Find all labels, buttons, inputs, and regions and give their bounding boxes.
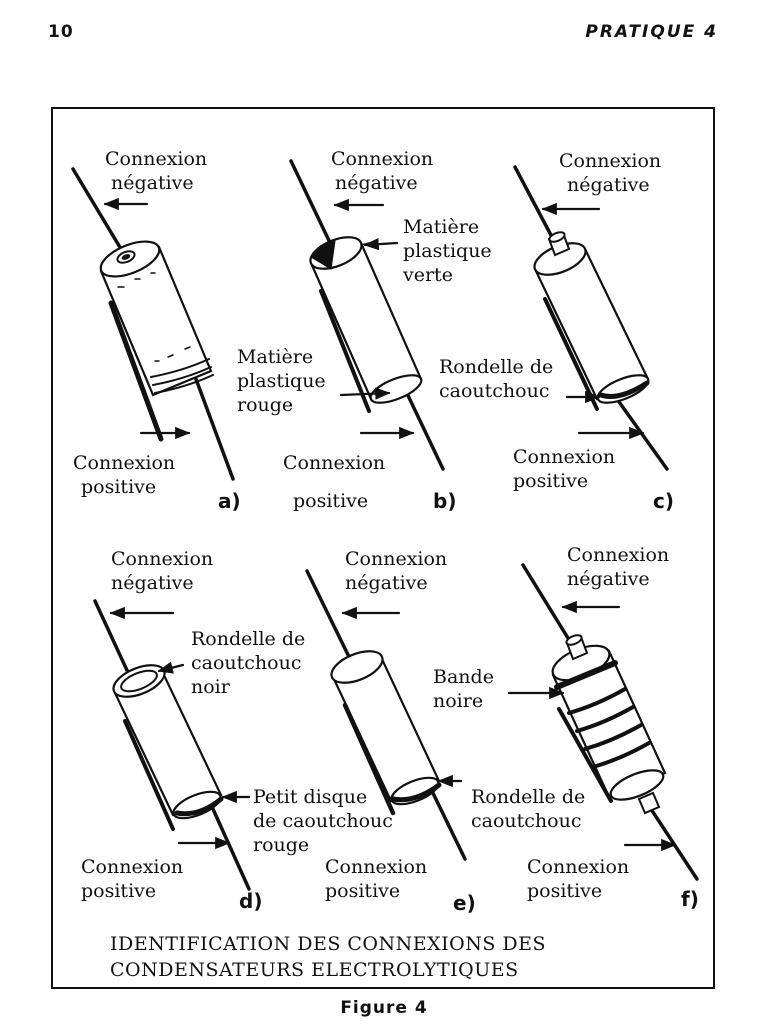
panel-d-disc-line2: de caoutchouc — [253, 810, 393, 832]
panel-d-disc-line1: Petit disque — [253, 786, 368, 808]
panel-d-disc-line3: rouge — [253, 834, 310, 856]
panel-b-red-line1: Matière — [237, 346, 314, 368]
panel-c-letter: c) — [653, 489, 674, 513]
panel-f-negative-line1: Connexion — [567, 544, 670, 566]
panel-e-positive-line2: positive — [325, 880, 401, 902]
panel-e-washer-line1: Rondelle de — [471, 786, 586, 808]
panel-d-washer-line1: Rondelle de — [191, 628, 306, 650]
running-head: PRATIQUE 4 — [585, 22, 718, 42]
panel-c-negative-label: Connexion négative — [559, 149, 661, 197]
panel-b-green-line3: verte — [403, 264, 453, 286]
panel-e-washer-line2: caoutchouc — [471, 810, 582, 832]
panel-e-letter: e) — [453, 891, 476, 915]
panel-e-positive-label: Connexion positive — [325, 855, 427, 903]
panel-d-positive-line2: positive — [81, 880, 157, 902]
panel-b-red-line3: rouge — [237, 394, 294, 416]
panel-c-negative-line2: négative — [567, 174, 650, 196]
panel-f-positive-label: Connexion positive — [527, 855, 629, 903]
panel-b-red-line2: plastique — [237, 370, 326, 392]
panel-d-positive-line1: Connexion — [81, 856, 184, 878]
panel-d-negative-label: Connexion négative — [111, 547, 213, 595]
panel-e-negative-line2: négative — [345, 572, 428, 594]
panel-b-letter: b) — [433, 489, 457, 513]
panel-c-negative-line1: Connexion — [559, 150, 662, 172]
panel-d-washer-line3: noir — [191, 676, 230, 698]
panel-f-positive-line1: Connexion — [527, 856, 630, 878]
panel-f-positive-line2: positive — [527, 880, 603, 902]
panel-f-band-line2: noire — [433, 690, 484, 712]
panel-b-green-line1: Matière — [403, 216, 480, 238]
panel-a-negative-label: Connexion négative — [105, 147, 207, 195]
page-number: 10 — [48, 22, 74, 42]
panel-b-positive-label: Connexion positive — [283, 451, 385, 513]
panel-e-negative-label: Connexion négative — [345, 547, 447, 595]
panel-f-band-label: Bande noire — [433, 665, 494, 713]
capacitor-d — [93, 599, 251, 891]
panel-f-band-line1: Bande — [433, 666, 494, 688]
panel-a-positive-line2: positive — [81, 476, 157, 498]
panel-d-washer-line2: caoutchouc — [191, 652, 302, 674]
panel-b-negative-line1: Connexion — [331, 148, 434, 170]
panel-b-negative-label: Connexion négative — [331, 147, 433, 195]
panel-e-washer-label: Rondelle de caoutchouc — [471, 785, 585, 833]
panel-f-negative-line2: négative — [567, 568, 650, 590]
panel-d-positive-label: Connexion positive — [81, 855, 183, 903]
capacitor-diagram — [71, 159, 699, 891]
panel-a-positive-label: Connexion positive — [73, 451, 175, 499]
panel-c-washer-label: Rondelle de caoutchouc — [439, 355, 553, 403]
panel-b-green-line2: plastique — [403, 240, 492, 262]
capacitor-a — [71, 167, 235, 481]
panel-d-negative-line2: négative — [111, 572, 194, 594]
capacitor-b — [289, 159, 445, 471]
panel-c-positive-line2: positive — [513, 470, 589, 492]
figure-frame: Connexion négative Connexion positive a)… — [51, 107, 715, 989]
panel-d-negative-line1: Connexion — [111, 548, 214, 570]
capacitor-e — [305, 569, 467, 861]
caption-line1: IDENTIFICATION DES CONNEXIONS DES — [110, 933, 547, 955]
capacitor-f — [521, 563, 699, 881]
panel-b-positive-line1: Connexion — [283, 452, 386, 474]
panel-f-letter: f) — [681, 887, 699, 911]
panel-d-disc-label: Petit disque de caoutchouc rouge — [253, 785, 393, 857]
caption-line2: CONDENSATEURS ELECTROLYTIQUES — [110, 959, 519, 981]
panel-c-positive-line1: Connexion — [513, 446, 616, 468]
panel-e-positive-line1: Connexion — [325, 856, 428, 878]
panel-a-positive-line1: Connexion — [73, 452, 176, 474]
figure-label: Figure 4 — [340, 998, 428, 1018]
panel-e-negative-line1: Connexion — [345, 548, 448, 570]
panel-d-letter: d) — [239, 889, 263, 913]
panel-b-red-plastic-label: Matière plastique rouge — [237, 345, 326, 417]
figure-caption: IDENTIFICATION DES CONNEXIONS DES CONDEN… — [110, 931, 670, 983]
panel-a-negative-line1: Connexion — [105, 148, 208, 170]
panel-c-washer-line2: caoutchouc — [439, 380, 550, 402]
panel-b-green-plastic-label: Matière plastique verte — [403, 215, 492, 287]
panel-c-washer-line1: Rondelle de — [439, 356, 554, 378]
capacitor-c — [513, 165, 669, 471]
panel-a-negative-line2: négative — [111, 172, 194, 194]
panel-a-letter: a) — [218, 489, 241, 513]
panel-b-negative-line2: négative — [335, 172, 418, 194]
panel-f-negative-label: Connexion négative — [567, 543, 669, 591]
panel-c-positive-label: Connexion positive — [513, 445, 615, 493]
panel-b-positive-line2: positive — [293, 490, 369, 512]
panel-d-washer-label: Rondelle de caoutchouc noir — [191, 627, 305, 699]
